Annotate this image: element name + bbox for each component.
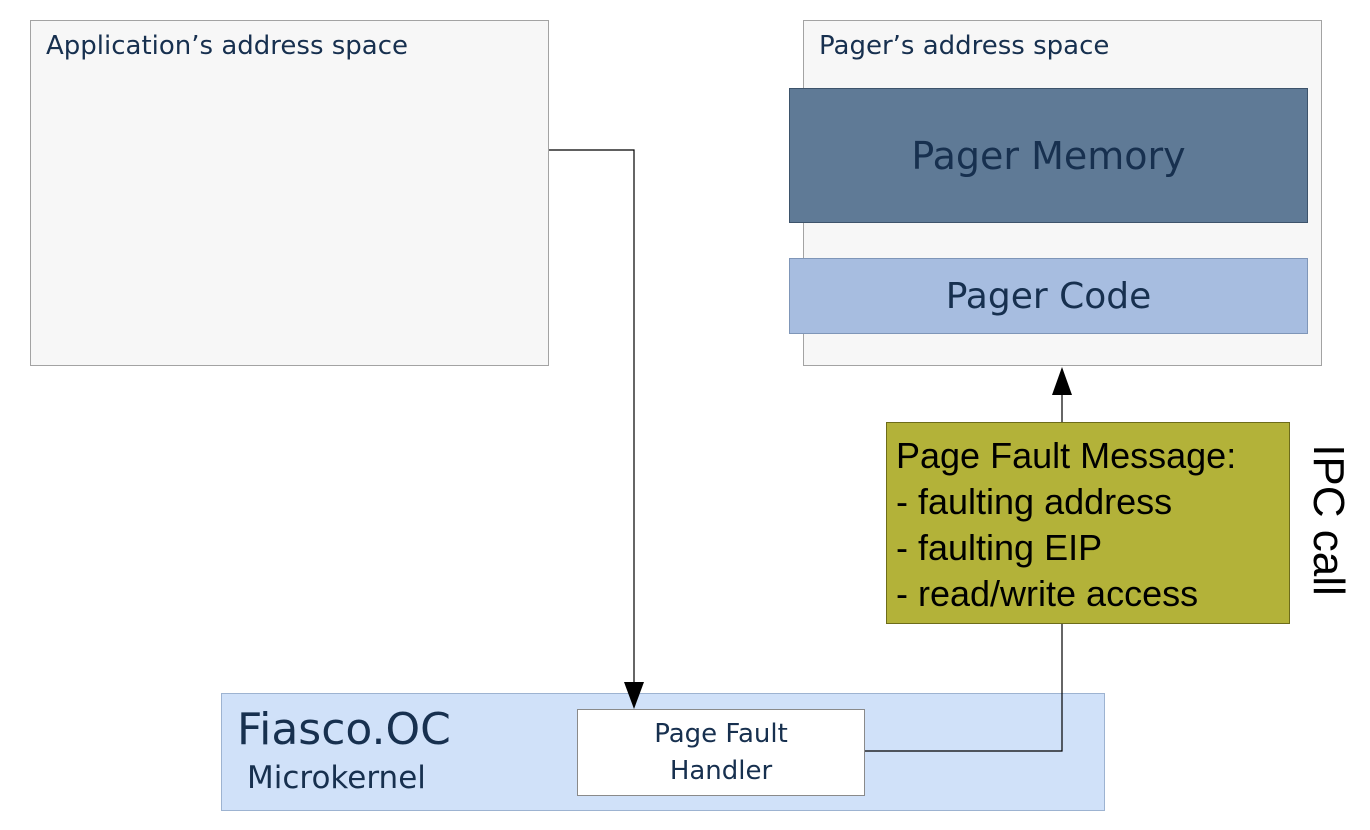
ipc-arrowhead [1052, 367, 1072, 395]
page-fault-handler-line-1: Page Fault [654, 718, 788, 749]
message-item-faulting-eip: - faulting EIP [896, 527, 1103, 568]
page-fault-message-box: Page Fault Message: - faulting address -… [886, 422, 1290, 624]
pager-code-label: Pager Code [945, 275, 1152, 317]
page-fault-handler-line-2: Handler [669, 755, 773, 786]
microkernel-subtitle: Microkernel [247, 760, 426, 796]
pager-code-block: Pager Code [789, 258, 1308, 334]
application-address-space-title: Application’s address space [46, 31, 409, 61]
ipc-connector-line [865, 624, 1063, 752]
pager-memory-label: Pager Memory [911, 133, 1186, 178]
page-fault-message-title: Page Fault Message: [896, 435, 1237, 476]
message-item-faulting-address: - faulting address [896, 481, 1173, 522]
fault-arrow [549, 149, 635, 688]
pager-address-space-title: Pager’s address space [819, 31, 1110, 61]
pager-memory-block: Pager Memory [789, 88, 1308, 223]
microkernel-name: Fiasco.OC [237, 704, 451, 755]
page-fault-handler-block: Page Fault Handler [577, 709, 865, 796]
message-item-read-write-access: - read/write access [896, 573, 1199, 614]
application-address-space: Application’s address space [30, 20, 549, 366]
fault-arrowhead [624, 682, 644, 709]
